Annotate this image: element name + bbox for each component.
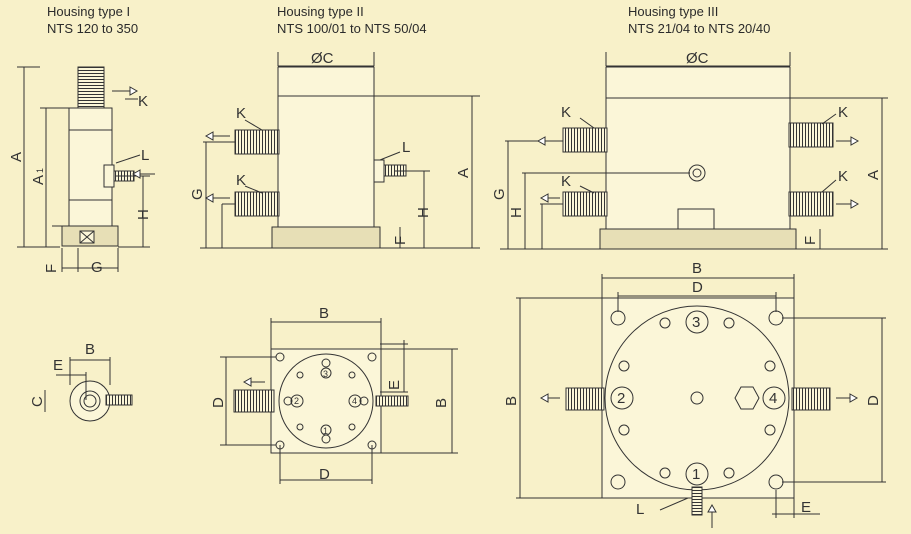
type2-body xyxy=(277,66,375,228)
type3-top-label-b: B xyxy=(692,260,702,277)
type2-top-label-d-left: D xyxy=(210,397,227,408)
type2-label-l: L xyxy=(402,139,410,156)
type2-label-f: F xyxy=(392,236,409,245)
housing-3-header: Housing type III NTS 21/04 to NTS 20/40 xyxy=(628,3,770,37)
type2-top-label-b: B xyxy=(319,305,329,322)
type1-label-a: A xyxy=(8,152,25,162)
type3-label-k3: K xyxy=(838,104,848,121)
type3-top-label-b-left: B xyxy=(503,396,520,406)
housing-2-title: Housing type II xyxy=(277,4,364,19)
housing-2-side-view xyxy=(200,52,480,249)
type2-label-k2: K xyxy=(236,172,246,189)
housing-2-top-view xyxy=(220,318,458,484)
type1-label-a1-sub: 1 xyxy=(35,168,45,173)
type2-label-a: A xyxy=(455,168,472,178)
type3-port-2: 2 xyxy=(617,390,625,407)
type2-port-3: 3 xyxy=(323,369,328,379)
type2-base xyxy=(271,226,381,249)
housing-2-range: NTS 100/01 to NTS 50/04 xyxy=(277,21,427,36)
type3-port-1: 1 xyxy=(692,466,700,483)
type3-base xyxy=(599,228,797,250)
type3-label-f: F xyxy=(802,236,819,245)
type2-top-label-e: E xyxy=(386,380,403,390)
type3-top-label-e: E xyxy=(801,499,811,516)
type3-label-k1: K xyxy=(561,104,571,121)
type2-label-dia-c: ØC xyxy=(311,50,334,67)
housing-1-range: NTS 120 to 350 xyxy=(47,21,139,36)
type3-top-label-d-right: D xyxy=(865,395,882,406)
type2-top-label-b-right: B xyxy=(433,398,450,408)
type3-top-label-l: L xyxy=(636,501,644,518)
type1-label-h: H xyxy=(135,209,152,220)
housing-1-title: Housing type I xyxy=(47,4,131,19)
type2-label-g: G xyxy=(189,188,206,200)
type1-label-l: L xyxy=(141,147,149,164)
type3-body xyxy=(605,66,791,230)
type1-top-thread xyxy=(77,66,105,110)
type1-top-label-c: C xyxy=(29,396,46,407)
housing-1-side-view xyxy=(17,66,155,272)
housing-3-top-view xyxy=(516,274,886,528)
housing-1-top-view xyxy=(44,357,133,422)
type2-port-4: 4 xyxy=(352,396,357,406)
type3-label-k4: K xyxy=(838,168,848,185)
type2-port-2: 2 xyxy=(294,396,299,406)
type2-label-h: H xyxy=(415,207,432,218)
type1-label-k: K xyxy=(138,93,148,110)
type3-label-k2: K xyxy=(561,173,571,190)
type1-label-a1: A xyxy=(30,175,47,185)
type1-top-label-e: E xyxy=(53,357,63,374)
type2-port-1: 1 xyxy=(323,426,328,436)
type1-top-label-b: B xyxy=(85,341,95,358)
housing-3-range: NTS 21/04 to NTS 20/40 xyxy=(628,21,771,36)
type3-label-g: G xyxy=(491,188,508,200)
type2-label-k1: K xyxy=(236,105,246,122)
housing-3-title: Housing type III xyxy=(628,4,719,19)
type1-label-g: G xyxy=(91,259,103,276)
type3-label-dia-c: ØC xyxy=(686,50,709,67)
type3-label-h: H xyxy=(508,207,525,218)
housing-2-header: Housing type II NTS 100/01 to NTS 50/04 xyxy=(277,3,427,37)
type3-port-4: 4 xyxy=(769,390,777,407)
type2-top-label-d: D xyxy=(319,466,330,483)
type3-top-label-d: D xyxy=(692,279,703,296)
type3-port-3: 3 xyxy=(692,314,700,331)
housing-3-side-view xyxy=(500,52,888,250)
type3-label-a: A xyxy=(865,170,882,180)
housing-1-header: Housing type I NTS 120 to 350 xyxy=(47,3,138,37)
type1-label-f: F xyxy=(43,264,60,273)
